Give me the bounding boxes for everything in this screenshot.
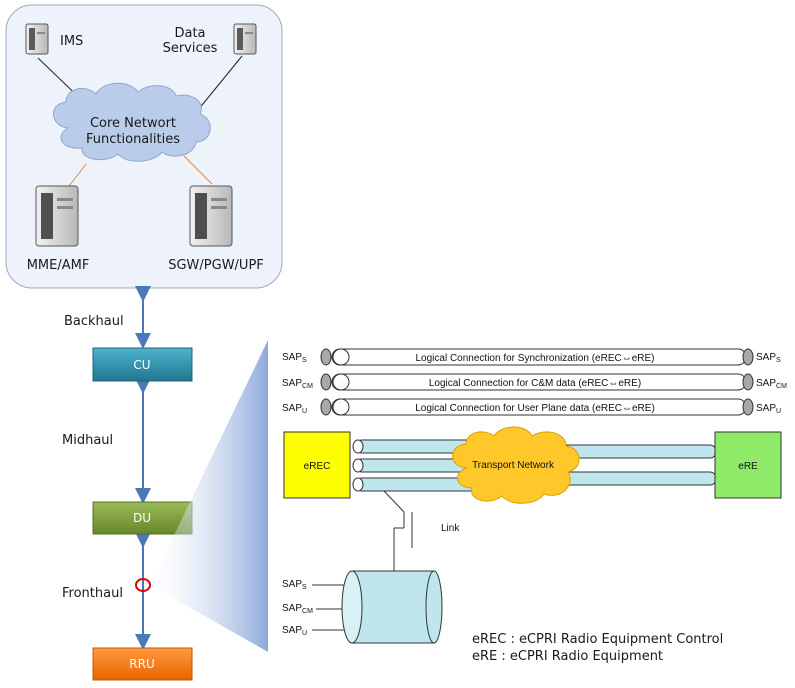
transport-network-cloud: Transport Network <box>452 426 580 504</box>
sap-cm-left: SAPCM <box>282 378 313 390</box>
zoom-fan <box>150 340 268 652</box>
du-node: DU <box>92 501 193 535</box>
ims-label: IMS <box>60 34 83 49</box>
core-cloud-label-1: Core Networt <box>90 116 176 131</box>
transport-pipes <box>352 439 717 492</box>
erec-label: eREC <box>304 461 331 472</box>
sap-s-left: SAPS <box>282 352 307 364</box>
cu-label: CU <box>133 358 150 372</box>
core-cloud: Core Networt Functionalities <box>53 82 211 162</box>
logical-connection-cm: Logical Connection for C&M data (eREC⇔eR… <box>320 373 754 391</box>
mme-server-icon <box>35 185 79 247</box>
data-services-label-2: Services <box>163 41 218 56</box>
sap-cm-right: SAPCM <box>756 378 787 390</box>
sap-s-right: SAPS <box>756 352 781 364</box>
transport-network-label: Transport Network <box>472 460 555 471</box>
sgw-label: SGW/PGW/UPF <box>168 258 264 273</box>
logical-connection-user: Logical Connection for User Plane data (… <box>320 398 754 416</box>
link-callout: Link <box>383 490 460 572</box>
link-label: Link <box>441 523 460 534</box>
sgw-server-icon <box>189 185 233 247</box>
cu-node: CU <box>92 347 193 382</box>
cyl-sap-s: SAPS <box>282 579 307 591</box>
sap-u-right: SAPU <box>756 403 781 415</box>
ere-box: eRE <box>714 431 782 499</box>
legend-ere: eRE : eCPRI Radio Equipment <box>472 649 663 664</box>
logical-connection-sync: Logical Connection for Synchronization (… <box>320 348 754 366</box>
link-cylinder <box>341 570 443 644</box>
data-services-link <box>197 55 243 111</box>
data-services-server-icon <box>233 23 257 55</box>
fronthaul-label: Fronthaul <box>62 586 123 601</box>
ere-label: eRE <box>738 461 758 472</box>
cyl-sap-u: SAPU <box>282 625 307 637</box>
conn-user-label: Logical Connection for User Plane data (… <box>415 403 655 414</box>
du-label: DU <box>133 511 151 525</box>
midhaul-label: Midhaul <box>62 433 113 448</box>
rru-label: RRU <box>129 657 154 671</box>
ims-server-icon <box>25 23 49 55</box>
erec-box: eREC <box>283 431 351 499</box>
data-services-label-1: Data <box>174 26 205 41</box>
rru-node: RRU <box>92 647 193 681</box>
sap-u-left: SAPU <box>282 403 307 415</box>
sgw-link <box>183 155 213 185</box>
core-cloud-label-2: Functionalities <box>86 132 180 147</box>
cyl-sap-cm: SAPCM <box>282 603 313 615</box>
conn-cm-label: Logical Connection for C&M data (eREC⇔eR… <box>429 378 641 389</box>
conn-sync-label: Logical Connection for Synchronization (… <box>415 353 654 364</box>
fronthaul-highlight-circle <box>135 578 151 592</box>
backhaul-label: Backhaul <box>64 314 124 329</box>
legend-erec: eREC : eCPRI Radio Equipment Control <box>472 632 723 647</box>
mme-label: MME/AMF <box>27 258 90 273</box>
